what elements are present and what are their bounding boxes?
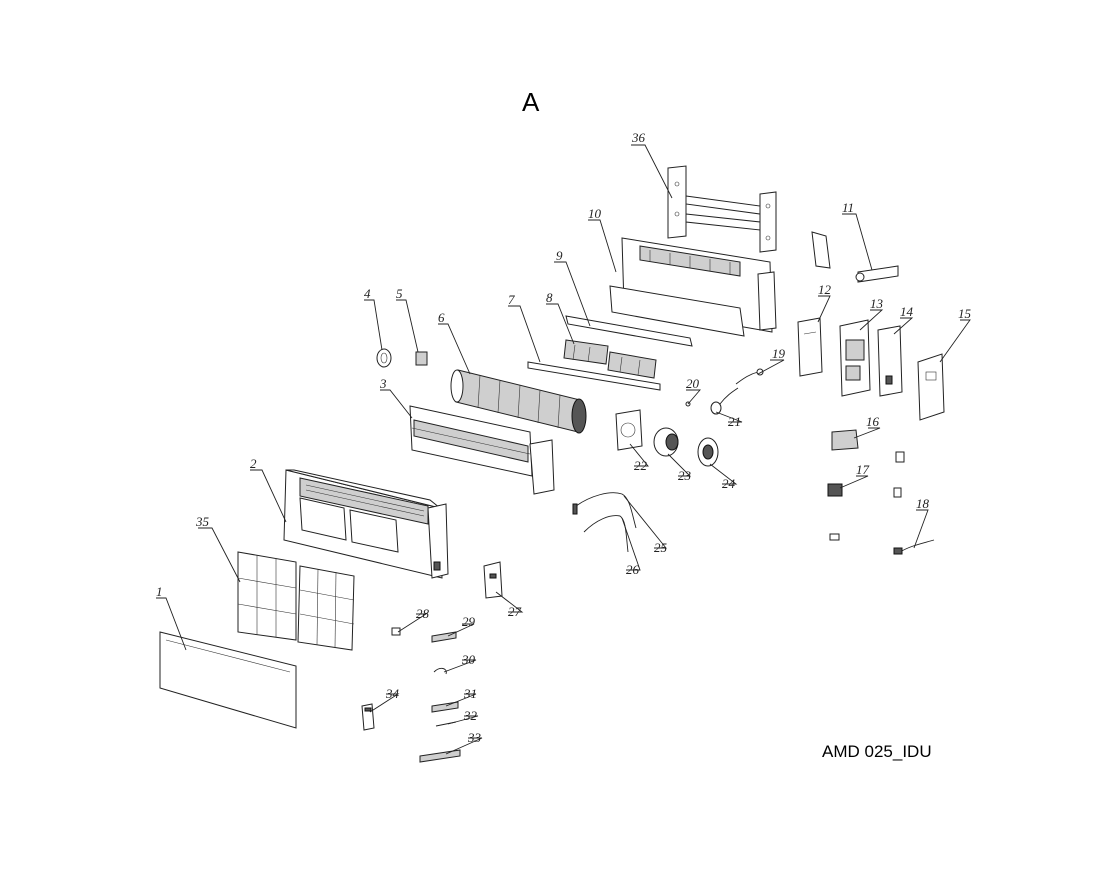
part-28-clip [391, 627, 401, 636]
part-11-sensor-tube [855, 265, 899, 283]
part-2-front-housing [283, 469, 449, 579]
callout-17: 17 [856, 462, 870, 477]
part-small-bits [829, 451, 905, 541]
part-12-control-box [797, 317, 823, 377]
callout-3: 3 [379, 376, 387, 391]
callout-10: 10 [588, 206, 602, 221]
diagram-title: A [522, 87, 540, 117]
callout-33: 33 [467, 730, 482, 745]
leader-lines [156, 144, 971, 755]
part-16-terminal [831, 429, 859, 451]
callout-16: 16 [866, 414, 880, 429]
part-23-fan-motor [653, 427, 679, 457]
part-24-motor-cover [697, 437, 719, 467]
callout-27: 27 [508, 604, 522, 619]
part-34-remote-control [361, 703, 375, 731]
callout-6: 6 [438, 310, 445, 325]
part-6-crossflow-fan [450, 369, 587, 434]
part-36-mounting-plate [667, 165, 777, 253]
part-14-pcb [877, 325, 903, 397]
part-13-electric-box [839, 319, 871, 397]
part-27-display-box [483, 561, 503, 599]
callout-19: 19 [772, 346, 786, 361]
model-code: AMD 025_IDU [822, 742, 932, 761]
part-17-connector [827, 483, 843, 497]
callout-12: 12 [818, 282, 832, 297]
part-cover-bracket [811, 231, 831, 269]
callout-11: 11 [842, 200, 854, 215]
callout-36: 36 [631, 130, 646, 145]
part-3-evaporator [409, 405, 555, 495]
callout-21: 21 [728, 414, 741, 429]
part-10-chassis [609, 237, 777, 337]
callout-7: 7 [508, 292, 515, 307]
callout-26: 26 [626, 562, 640, 577]
callout-25: 25 [654, 540, 668, 555]
callout-35: 35 [195, 514, 210, 529]
part-1-front-cover [159, 631, 297, 729]
part-5-holder [415, 351, 428, 366]
callout-13: 13 [870, 296, 884, 311]
callout-4: 4 [364, 286, 371, 301]
callout-29: 29 [462, 614, 476, 629]
part-22-bearing-seat [615, 409, 643, 451]
part-31-strip [431, 701, 459, 713]
callout-22: 22 [634, 458, 648, 473]
part-29-bracket [431, 631, 457, 643]
part-25-drain-pipe [572, 492, 637, 529]
part-18-power-cord [893, 539, 935, 555]
callout-31: 31 [463, 686, 477, 701]
part-26-drain-hose [583, 515, 629, 553]
callout-14: 14 [900, 304, 914, 319]
callout-15: 15 [958, 306, 972, 321]
part-19-pipe [735, 368, 764, 385]
callout-30: 30 [461, 652, 476, 667]
callout-18: 18 [916, 496, 930, 511]
callout-1: 1 [156, 584, 163, 599]
part-15-cover-plate [917, 353, 945, 421]
callout-2: 2 [250, 456, 257, 471]
part-7-guide-strip [527, 361, 661, 391]
callout-34: 34 [385, 686, 400, 701]
callout-28: 28 [416, 606, 430, 621]
part-8-louver-brackets [563, 339, 657, 379]
callout-24: 24 [722, 476, 736, 491]
callout-8: 8 [546, 290, 553, 305]
callout-32: 32 [463, 708, 478, 723]
callout-23: 23 [678, 468, 692, 483]
part-9-strip [565, 315, 693, 347]
part-33-plate [419, 749, 461, 763]
part-21-step-motor [710, 387, 739, 415]
part-4-bearing [376, 348, 392, 368]
part-30-wire [433, 667, 447, 675]
callout-5: 5 [396, 286, 403, 301]
callout-9: 9 [556, 248, 563, 263]
callout-20: 20 [686, 376, 700, 391]
part-35-air-filters [237, 551, 355, 651]
